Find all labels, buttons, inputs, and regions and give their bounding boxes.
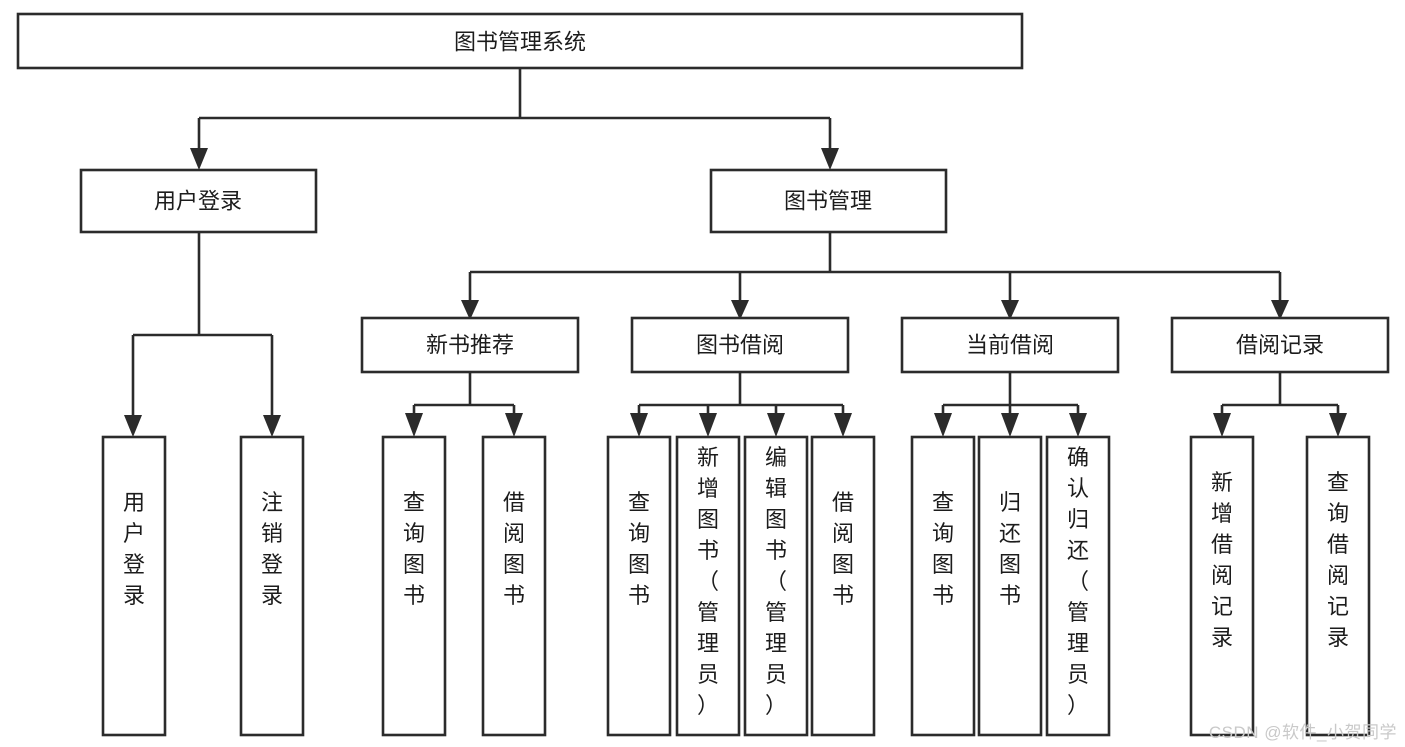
leaf-node-query-book-1-box[interactable] [381, 435, 447, 737]
leaf-node-edit-book-admin-box[interactable] [743, 435, 809, 737]
arrow-leaf-add-record [1213, 413, 1231, 437]
leaf-node-add-record-box[interactable] [1189, 435, 1255, 737]
node-borrow-record[interactable]: 借阅记录 [1170, 316, 1390, 374]
arrow-leaf-query-book-1 [405, 413, 423, 437]
arrow-to-user-login [190, 148, 208, 170]
node-user-login-box[interactable] [79, 168, 318, 234]
leaf-node-query-record-box[interactable] [1305, 435, 1371, 737]
leaf-node-borrow-book-1-label: 借阅图书 [503, 490, 525, 608]
csdn-watermark: CSDN @软件_小贺同学 [1208, 723, 1397, 742]
arrow-to-bookborrow [731, 300, 749, 320]
node-current-borrow[interactable]: 当前借阅 [900, 316, 1120, 374]
connectors-currentborrow-to-leaves [934, 372, 1087, 437]
node-borrow-record-label: 借阅记录 [1236, 333, 1324, 358]
leaf-node-borrow-book-2-box[interactable] [810, 435, 876, 737]
node-root[interactable]: 图书管理系统 [16, 12, 1024, 70]
arrow-leaf-edit-book [767, 413, 785, 437]
connectors-root-to-level2 [190, 68, 839, 170]
arrow-to-currentborrow [1001, 300, 1019, 320]
node-new-book-recommend-box[interactable] [360, 316, 580, 374]
node-new-book-recommend[interactable]: 新书推荐 [360, 316, 580, 374]
connectors-bookmanage-to-level3 [461, 232, 1289, 320]
leaf-node-edit-book-admin[interactable]: 编辑图书（管理员） [743, 435, 809, 737]
node-user-login[interactable]: 用户登录 [79, 168, 318, 234]
arrow-leaf-return-book [1001, 413, 1019, 437]
leaf-node-query-book-3-label: 查询图书 [932, 490, 954, 608]
connectors-newbook-to-leaves [405, 372, 523, 437]
node-new-book-recommend-label: 新书推荐 [426, 333, 514, 358]
node-book-manage[interactable]: 图书管理 [709, 168, 948, 234]
leaf-node-add-record[interactable]: 新增借阅记录 [1189, 435, 1255, 737]
node-book-borrow[interactable]: 图书借阅 [630, 316, 850, 374]
leaf-node-logout[interactable]: 注销登录 [239, 435, 305, 737]
leaf-node-query-record-label: 查询借阅记录 [1327, 470, 1349, 650]
leaf-node-logout-box[interactable] [239, 435, 305, 737]
leaf-node-query-book-1-label: 查询图书 [403, 490, 425, 608]
connectors-userlogin-to-leaves [124, 232, 281, 437]
arrow-leaf-query-record [1329, 413, 1347, 437]
arrow-leaf-confirm-return [1069, 413, 1087, 437]
arrow-to-borrowrecord [1271, 300, 1289, 320]
leaf-node-user-login-box[interactable] [101, 435, 167, 737]
node-borrow-record-box[interactable] [1170, 316, 1390, 374]
arrow-leaf-borrow-book-1 [505, 413, 523, 437]
arrow-leaf-borrow-book-2 [834, 413, 852, 437]
node-current-borrow-box[interactable] [900, 316, 1120, 374]
node-root-label: 图书管理系统 [454, 30, 586, 55]
leaf-node-add-book-admin[interactable]: 新增图书（管理员） [675, 435, 741, 737]
node-current-borrow-label: 当前借阅 [966, 333, 1054, 358]
node-book-borrow-label: 图书借阅 [696, 333, 784, 358]
node-user-login-label: 用户登录 [154, 189, 242, 214]
node-root-box[interactable] [16, 12, 1024, 70]
arrow-leaf-user-login [124, 415, 142, 437]
arrow-leaf-query-book-3 [934, 413, 952, 437]
leaf-node-query-book-3[interactable]: 查询图书 [910, 435, 976, 737]
leaf-node-borrow-book-2-label: 借阅图书 [832, 490, 854, 608]
leaf-node-confirm-return-admin[interactable]: 确认归还（管理员） [1045, 435, 1111, 737]
node-book-borrow-box[interactable] [630, 316, 850, 374]
leaf-node-borrow-book-1[interactable]: 借阅图书 [481, 435, 547, 737]
leaf-node-add-book-admin-label: 新增图书（管理员） [697, 445, 719, 718]
node-book-manage-label: 图书管理 [784, 189, 872, 214]
arrow-to-newbook [461, 300, 479, 320]
connectors-borrowrecord-to-leaves [1213, 372, 1347, 437]
leaf-node-return-book[interactable]: 归还图书 [977, 435, 1043, 737]
leaf-node-query-book-2[interactable]: 查询图书 [606, 435, 672, 737]
leaf-node-return-book-label: 归还图书 [999, 490, 1021, 608]
leaf-node-user-login-label: 用户登录 [123, 490, 145, 608]
leaf-node-borrow-book-2[interactable]: 借阅图书 [810, 435, 876, 737]
arrow-to-book-manage [821, 148, 839, 170]
leaf-node-query-book-2-label: 查询图书 [628, 490, 650, 608]
arrow-leaf-add-book [699, 413, 717, 437]
leaf-node-query-book-3-box[interactable] [910, 435, 976, 737]
leaf-node-borrow-book-1-box[interactable] [481, 435, 547, 737]
leaf-node-confirm-return-admin-box[interactable] [1045, 435, 1111, 737]
connectors-bookborrow-to-leaves [630, 372, 852, 437]
leaf-node-query-book-2-box[interactable] [606, 435, 672, 737]
leaf-node-confirm-return-admin-label: 确认归还（管理员） [1067, 445, 1089, 718]
leaf-node-edit-book-admin-label: 编辑图书（管理员） [765, 445, 787, 718]
leaf-node-logout-label: 注销登录 [261, 490, 283, 608]
leaf-node-return-book-box[interactable] [977, 435, 1043, 737]
node-book-manage-box[interactable] [709, 168, 948, 234]
leaf-node-query-record[interactable]: 查询借阅记录 [1305, 435, 1371, 737]
leaf-node-add-record-label: 新增借阅记录 [1211, 470, 1233, 650]
leaf-node-user-login[interactable]: 用户登录 [101, 435, 167, 737]
arrow-leaf-query-book-2 [630, 413, 648, 437]
leaf-node-add-book-admin-box[interactable] [675, 435, 741, 737]
leaf-node-query-book-1[interactable]: 查询图书 [381, 435, 447, 737]
arrow-leaf-logout [263, 415, 281, 437]
